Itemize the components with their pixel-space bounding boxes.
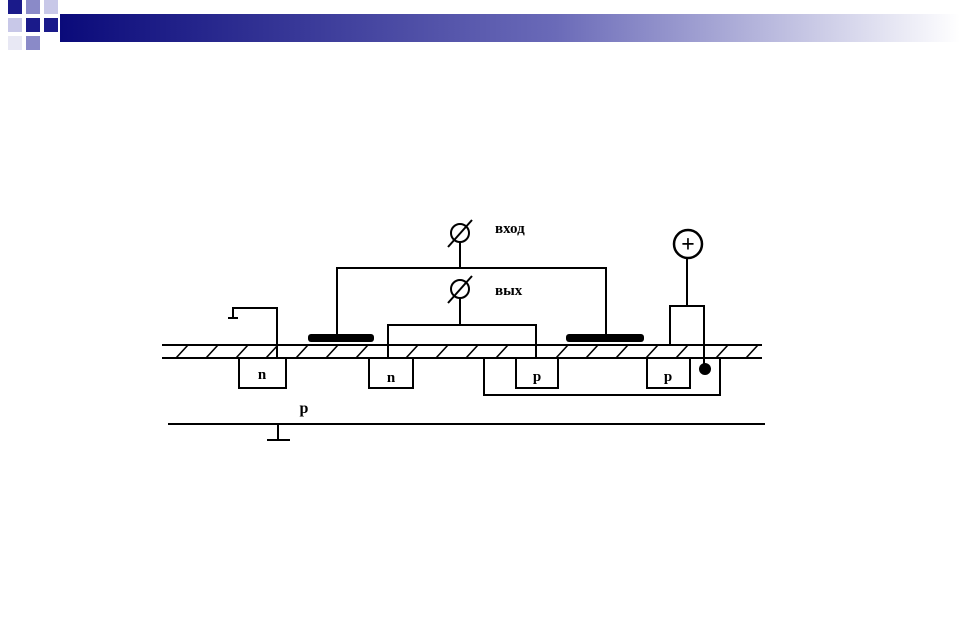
supply-contact — [669, 305, 705, 346]
output-terminal-icon — [447, 275, 473, 304]
well-label-n-left: n — [258, 367, 267, 383]
well-label-p-right: p — [664, 369, 672, 385]
gate-electrode-right — [566, 334, 644, 342]
input-label: вход — [495, 221, 525, 237]
input-wire — [336, 267, 607, 338]
output-wire — [387, 324, 537, 358]
left-contact-wire — [232, 307, 278, 358]
diffusion-n-left — [238, 357, 287, 389]
input-terminal-icon — [447, 219, 473, 248]
n-pocket-outline — [483, 358, 721, 396]
supply-terminal-icon — [672, 228, 704, 260]
supply-contact-dot — [699, 363, 711, 375]
header-square-pattern — [8, 0, 58, 50]
well-label-n-mid: n — [387, 370, 396, 386]
slide-header-banner — [8, 0, 960, 50]
substrate-label: p — [300, 400, 309, 417]
oxide-hatching — [175, 344, 759, 359]
output-label: вых — [495, 283, 523, 299]
well-label-p-mid: p — [533, 369, 541, 385]
supply-plus-symbol: + — [681, 232, 695, 258]
header-gradient-bar — [60, 14, 960, 42]
gate-electrode-left — [308, 334, 374, 342]
diffusion-n-mid — [368, 357, 414, 389]
diffusion-p-right — [646, 357, 691, 389]
